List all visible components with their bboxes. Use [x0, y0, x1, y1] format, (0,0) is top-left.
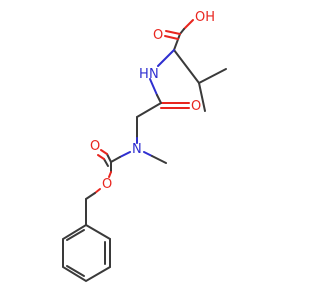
benzene-ring	[62, 223, 111, 283]
bond-c-oh	[183, 19, 194, 30]
bond-n-methyl-a	[143, 151, 153, 157]
amide-nitrogen-label: N	[149, 67, 159, 82]
bond-alpha-cooh	[173, 33, 181, 51]
bond-nh-carbonyl-b	[156, 94, 162, 104]
bond-carbamate-o-double-2a	[103, 158, 109, 167]
atom-labels: OH O H N O N O O	[90, 10, 215, 192]
bond-c-oh-b	[179, 28, 185, 35]
acid-oxygen-label: O	[153, 28, 163, 43]
bond-methyl-1	[198, 68, 227, 84]
bond-c-o-double-2	[164, 35, 179, 40]
bond-nh-carbonyl-a	[149, 78, 158, 96]
amide-oxygen-label: O	[191, 99, 201, 114]
bond-carbamate-o-double-1a	[106, 153, 112, 163]
bond-n-carbamate-a	[119, 151, 131, 158]
bond-ester-o-ch2-b	[85, 192, 96, 200]
bond-c-o-double-1	[165, 30, 181, 35]
methylated-nitrogen-label: N	[132, 142, 142, 157]
structure-diagram: OH O H N O N O O	[62, 10, 227, 283]
bond-n-methyl-b	[151, 155, 167, 164]
ring-double-3	[66, 229, 85, 241]
ring-double-2	[66, 265, 85, 277]
hydroxyl-label: OH	[195, 10, 215, 25]
bond-n-carbamate-b	[110, 156, 121, 163]
bond-carbonyl-ch2	[136, 102, 162, 118]
carbamate-oxygen-label: O	[90, 139, 100, 154]
bond-alpha-nh	[157, 49, 175, 67]
bonds	[62, 19, 227, 283]
bond-methyl-2	[198, 82, 206, 112]
bond-carbamate-ester-o-b	[108, 171, 112, 178]
bond-ester-o-ch2-a	[94, 188, 101, 194]
bond-alpha-isopropyl	[173, 49, 200, 84]
ester-oxygen-label: O	[102, 177, 112, 192]
bond-carbamate-o-double-1b	[100, 149, 108, 155]
bond-carbamate-o-double-2b	[97, 154, 105, 160]
amide-nitrogen-label: H	[139, 67, 149, 82]
